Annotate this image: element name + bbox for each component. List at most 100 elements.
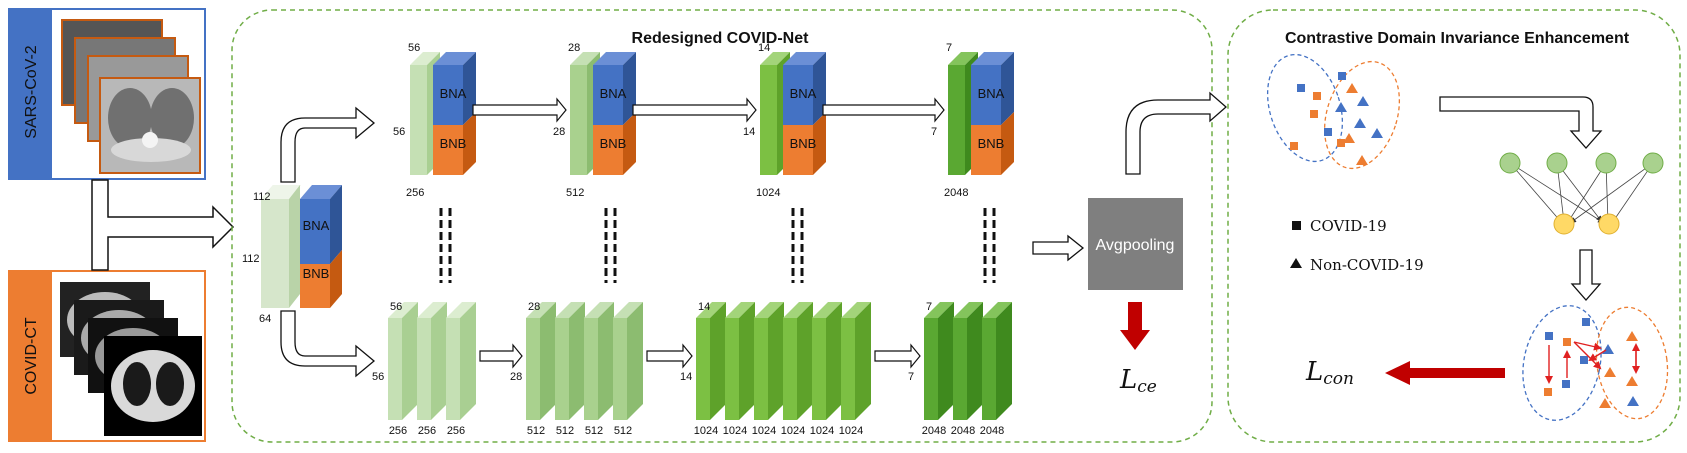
legend-triangle-marker [1290, 258, 1302, 268]
bottom-slab-c-label: 512 [527, 425, 545, 437]
bottom-group-w-label: 28 [510, 371, 522, 383]
to-avgpool-arrow [1032, 234, 1085, 262]
bnb-label: BNB [978, 136, 1005, 151]
legend-covid: COVID-19 [1310, 217, 1387, 235]
bottom-slab-c-label: 1024 [810, 425, 834, 437]
bna-label: BNA [978, 86, 1005, 101]
bnb-label: BNB [440, 136, 467, 151]
legend-noncovid: Non-COVID-19 [1310, 256, 1424, 274]
cdie-title: Contrastive Domain Invariance Enhancemen… [1285, 30, 1630, 47]
stem-c-label: 64 [259, 313, 271, 325]
bottom-slab-c-label: 1024 [694, 425, 718, 437]
top-transition-arrow [632, 97, 757, 123]
bottom-group-h-label: 7 [926, 301, 932, 313]
scatter-to-graph-arrow [1439, 96, 1603, 149]
bna-label: BNA [790, 86, 817, 101]
top-block-w-label: 56 [393, 126, 405, 138]
bna-top-face [971, 52, 1014, 65]
top-block-4: BNA BNB 7 7 2048 [931, 42, 1014, 199]
top-transition-arrow [472, 97, 567, 123]
bottom-slab-c-label: 256 [389, 425, 407, 437]
top-block-c-label: 512 [566, 187, 584, 199]
bottom-conv-slab [982, 302, 1012, 420]
bnb-side-face [1001, 112, 1014, 175]
bottom-conv-slab [446, 302, 476, 420]
bna-front-face [971, 65, 1001, 125]
top-branch: BNABNB5656256BNABNB2828512BNABNB14141024… [393, 42, 1014, 199]
avgpooling-box [1088, 198, 1183, 290]
bottom-slab-c-label: 1024 [781, 425, 805, 437]
top-block-c-label: 256 [406, 187, 424, 199]
bottom-conv-slab [584, 302, 614, 420]
bottom-group-h-label: 28 [528, 301, 540, 313]
bottom-conv-slab [555, 302, 585, 420]
bottom-group-w-label: 56 [372, 371, 384, 383]
bottom-slab-c-label: 1024 [752, 425, 776, 437]
bottom-slab-c-label: 512 [585, 425, 603, 437]
class-legend: COVID-19 Non-COVID-19 [1290, 217, 1424, 274]
bna-label: BNA [440, 86, 467, 101]
sars-cov2-ct-images [61, 19, 201, 174]
bottom-conv-slab [953, 302, 983, 420]
covid-ct-images [60, 282, 202, 436]
bna-top-face [433, 52, 476, 65]
top-block-w-label: 7 [931, 126, 937, 138]
legend-square-marker [1292, 221, 1301, 230]
bnb-label: BNB [790, 136, 817, 151]
avgpooling-label: Avgpooling [1096, 237, 1175, 254]
bna-front-face [593, 65, 623, 125]
bna-label: BNA [600, 86, 627, 101]
top-block-c-label: 1024 [756, 187, 780, 199]
bna-top-face [593, 52, 636, 65]
bottom-slab-c-label: 2048 [951, 425, 975, 437]
top-block-h-label: 7 [946, 42, 952, 54]
bottom-conv-slab [754, 302, 784, 420]
top-block-h-label: 28 [568, 42, 580, 54]
feature-scatter-before [1266, 53, 1401, 170]
top-block-c-label: 2048 [944, 187, 968, 199]
graph-to-contrast-arrow [1570, 249, 1602, 301]
covid-ct-panel: COVID-CT [8, 270, 206, 442]
bna-front-face [783, 65, 813, 125]
projection-graph [1499, 152, 1664, 235]
bnb-front-face [593, 125, 623, 175]
bottom-conv-slab [696, 302, 726, 420]
bottom-conv-slab [417, 302, 447, 420]
bnb-front-face [783, 125, 813, 175]
ce-loss-label: Lce [1119, 365, 1157, 397]
bottom-conv-slab [388, 302, 418, 420]
top-block-w-label: 14 [743, 126, 755, 138]
bottom-conv-slab [841, 302, 871, 420]
input-merge-arrow [91, 179, 235, 271]
bnb-side-face [813, 112, 826, 175]
bottom-slab-c-label: 256 [447, 425, 465, 437]
bottom-transition-arrow [646, 343, 693, 369]
bottom-transition-arrow [874, 343, 921, 369]
bottom-slab-c-label: 512 [614, 425, 632, 437]
ce-loss-arrow [1120, 302, 1150, 350]
sars-cov2-label: SARS-CoV-2 [23, 45, 40, 138]
bnb-front-face [971, 125, 1001, 175]
bottom-conv-slab [613, 302, 643, 420]
bottom-slab-c-label: 1024 [839, 425, 863, 437]
con-loss-arrow [1385, 361, 1505, 385]
covidnet-frame [231, 9, 1213, 443]
stem-w-label: 112 [242, 253, 260, 265]
bottom-slab-c-label: 512 [556, 425, 574, 437]
covidnet-title: Redesigned COVID-Net [632, 30, 810, 47]
bnb-side-face [623, 112, 636, 175]
top-transition-arrow [822, 97, 945, 123]
bottom-slab-c-label: 1024 [723, 425, 747, 437]
stem-bnb-label: BNB [303, 266, 330, 281]
stem-h-label: 112 [253, 191, 271, 203]
feature-scatter-after [1522, 305, 1669, 421]
bottom-slab-c-label: 2048 [922, 425, 946, 437]
bottom-conv-slab [812, 302, 842, 420]
